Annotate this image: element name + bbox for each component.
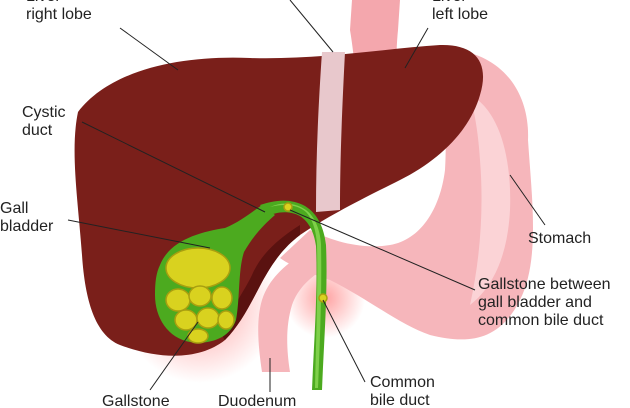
label-duodenum: Duodenum bbox=[218, 393, 297, 408]
cystic-duct-highlight bbox=[270, 203, 322, 388]
label-gallstone-between: Gallstone between gall bladder and commo… bbox=[478, 276, 611, 329]
label-gall-bladder: Gall bladder bbox=[0, 200, 54, 235]
falciform-ligament bbox=[316, 52, 345, 212]
liver-shadow bbox=[222, 225, 300, 340]
gallstone bbox=[211, 286, 233, 310]
leader-cystic-duct bbox=[81, 121, 266, 213]
label-liver-right-lobe: Liver right lobe bbox=[26, 0, 92, 23]
leader-stomach bbox=[509, 174, 546, 226]
label-common-bile-duct: Common bile duct bbox=[370, 374, 435, 408]
leader-gallstone bbox=[149, 321, 199, 391]
duodenum-shape bbox=[258, 248, 322, 372]
stomach-shape bbox=[280, 50, 533, 340]
leader-liver-right-lobe bbox=[119, 27, 179, 71]
label-stomach: Stomach bbox=[528, 230, 592, 247]
stomach-highlight bbox=[470, 95, 511, 305]
label-liver-left-lobe: Liver left lobe bbox=[432, 0, 489, 23]
gallstone bbox=[165, 288, 191, 312]
gallstone-in-common-bile-duct bbox=[318, 293, 328, 303]
leader-common-bile-duct bbox=[322, 299, 366, 383]
gallstone bbox=[188, 285, 212, 307]
label-cystic-duct: Cystic duct bbox=[22, 104, 66, 139]
leader-gall-bladder bbox=[67, 219, 211, 249]
cystic-duct-shape bbox=[260, 200, 327, 390]
gallstone bbox=[196, 307, 220, 329]
gallstone bbox=[217, 310, 235, 330]
leader-gallstone-between bbox=[289, 209, 476, 291]
gallstone-in-cystic-duct bbox=[283, 202, 293, 212]
leader-esophagus bbox=[289, 0, 334, 53]
gallstone bbox=[174, 309, 198, 331]
label-gallstone: Gallstone bbox=[102, 393, 170, 408]
gallstone-large bbox=[165, 247, 231, 289]
leader-liver-left-lobe bbox=[404, 27, 429, 69]
